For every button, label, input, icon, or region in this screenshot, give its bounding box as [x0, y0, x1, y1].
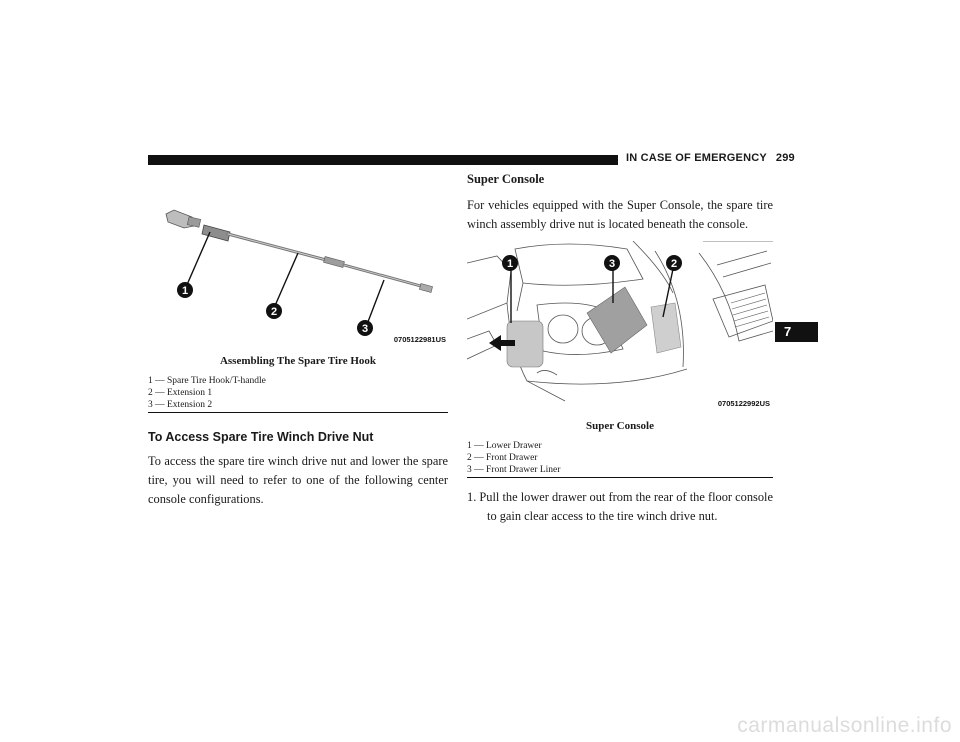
super-console-figure: 1 3 2 0705122992US Super Console [466, 240, 774, 432]
legend-item: 2 — Front Drawer [467, 453, 538, 463]
header-section-title: IN CASE OF EMERGENCY [626, 152, 767, 164]
callout-3: 3 [357, 320, 373, 336]
legend-item: 1 — Spare Tire Hook/T-handle [148, 376, 266, 386]
image-code: 0705122981US [394, 335, 446, 344]
page-number: 299 [775, 152, 795, 164]
body-paragraph: To access the spare tire winch drive nut… [148, 454, 448, 506]
svg-text:3: 3 [362, 323, 368, 335]
figure-legend: 1 — Lower Drawer 2 — Front Drawer 3 — Fr… [467, 440, 773, 476]
super-console-heading: Super Console [467, 172, 545, 186]
spare-tire-hook-figure: 1 2 3 0705122981US Assembling The Spare … [148, 180, 448, 367]
legend-item: 1 — Lower Drawer [467, 441, 542, 451]
callout-3: 3 [604, 255, 620, 271]
super-console-paragraph: For vehicles equipped with the Super Con… [467, 198, 773, 231]
legend-divider [148, 412, 448, 413]
callout-2: 2 [666, 255, 682, 271]
figure-caption: Assembling The Spare Tire Hook [219, 355, 377, 367]
svg-text:1: 1 [507, 258, 513, 270]
watermark[interactable]: carmanualsonline.info [737, 714, 952, 737]
callout-1: 1 [502, 255, 518, 271]
super-console-illustration: 1 3 2 0705122992US [466, 240, 774, 408]
svg-text:1: 1 [182, 285, 188, 297]
right-column: Super Console For vehicles equipped with… [466, 172, 774, 525]
running-header: IN CASE OF EMERGENCY 299 [626, 152, 795, 164]
callout-1: 1 [177, 282, 193, 298]
svg-text:3: 3 [609, 258, 615, 270]
image-code: 0705122992US [718, 399, 770, 408]
legend-item: 2 — Extension 1 [148, 388, 213, 398]
legend-item: 3 — Front Drawer Liner [467, 465, 561, 475]
figure-legend: 1 — Spare Tire Hook/T-handle 2 — Extensi… [148, 375, 448, 411]
svg-text:2: 2 [671, 258, 677, 270]
chapter-tab[interactable]: 7 [775, 322, 818, 342]
step-item: 1. Pull the lower drawer out from the re… [467, 490, 773, 523]
section-heading: To Access Spare Tire Winch Drive Nut [148, 430, 374, 444]
spare-tire-hook-illustration: 1 2 3 0705122981US [165, 209, 446, 344]
left-column: 1 2 3 0705122981US Assembling The Spare … [148, 180, 448, 509]
legend-item: 3 — Extension 2 [148, 400, 213, 410]
svg-text:2: 2 [271, 306, 277, 318]
figure-caption: Super Console [586, 420, 654, 432]
legend-divider [467, 477, 773, 478]
callout-2: 2 [266, 303, 282, 319]
header-rule [148, 155, 618, 165]
